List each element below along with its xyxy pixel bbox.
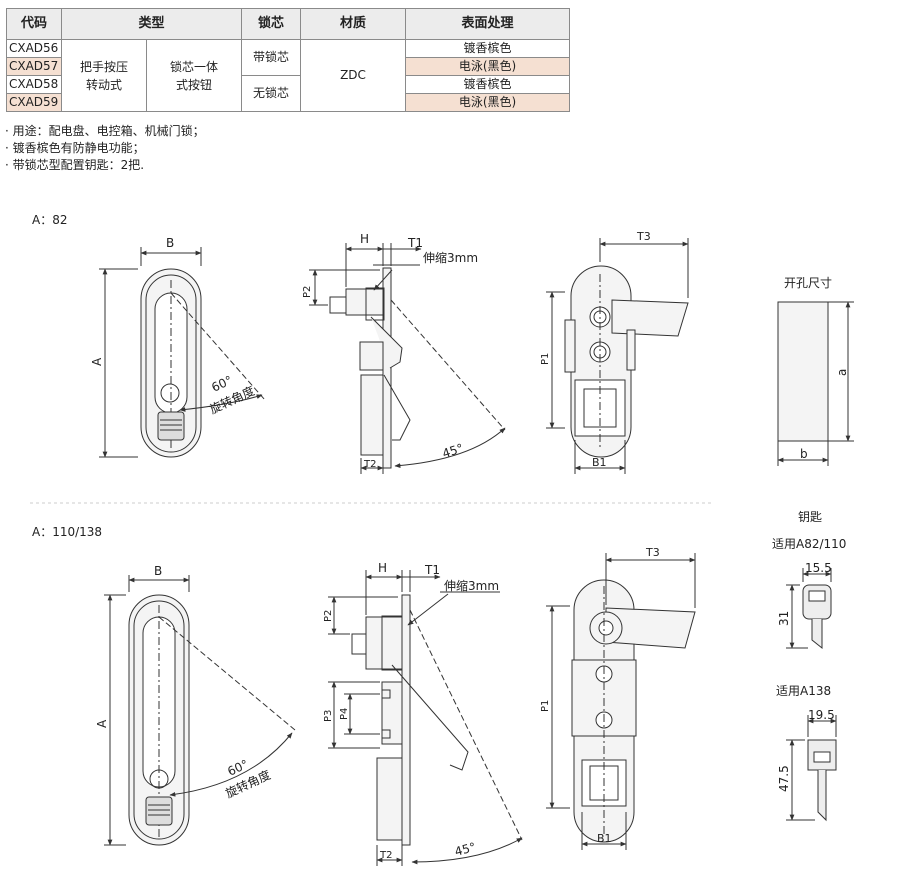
code-cell: CXAD59: [6, 93, 62, 112]
angle-60-label: 60°: [225, 757, 250, 779]
dim-label-p1: P1: [540, 700, 551, 712]
dim-label-t3: T3: [636, 230, 651, 243]
dim-label-a: A: [95, 719, 109, 728]
key-large-drawing: [786, 715, 837, 822]
key2-title: 适用A138: [776, 684, 832, 698]
front-view-a82: [99, 247, 266, 458]
header-code: 代码: [6, 8, 62, 40]
angle-45-label: 45°: [453, 840, 477, 859]
dim-label-a-small: a: [835, 369, 849, 376]
dim-label-a: A: [90, 357, 104, 366]
keys-title: 钥匙: [798, 510, 823, 524]
dim-label-p3: P3: [323, 710, 334, 722]
finish-cell: 电泳(黑色): [405, 93, 570, 112]
dim-label-p2: P2: [323, 610, 334, 622]
dim-label-b-small: b: [800, 447, 808, 461]
dim-label-b1: B1: [592, 456, 607, 469]
key2-width-label: 19.5: [808, 708, 835, 722]
stroke-label: 伸缩3mm: [423, 250, 478, 265]
cutout-drawing: [777, 301, 854, 466]
section-a110-title: A：110/138: [32, 525, 103, 539]
material-cell: ZDC: [300, 39, 406, 112]
back-view-a82: [546, 238, 689, 474]
header-finish: 表面处理: [405, 8, 570, 40]
side-view-a82: [309, 243, 506, 474]
front-view-a110: [104, 575, 296, 846]
type-cell: 锁芯一体 式按钮: [146, 39, 242, 112]
dim-label-p1: P1: [540, 353, 551, 365]
cutout-title: 开孔尺寸: [784, 276, 833, 290]
dim-label-p4: P4: [339, 708, 350, 720]
code-cell: CXAD58: [6, 75, 62, 94]
key-small-drawing: [786, 568, 832, 650]
spec-table: 代码 类型 锁芯 材质 表面处理 CXAD56 把手按压 转动式 锁芯一体 式按…: [6, 8, 570, 112]
dim-label-t2: T2: [379, 850, 392, 861]
key1-height-label: 31: [777, 611, 791, 626]
dim-label-t3: T3: [645, 546, 660, 559]
dim-label-b1: B1: [597, 832, 612, 845]
note-line: · 用途：配电盘、电控箱、机械门锁；: [5, 124, 205, 138]
back-view-a110: [546, 553, 696, 850]
stroke-label: 伸缩3mm: [444, 578, 499, 593]
section-a82-title: A：82: [32, 213, 68, 227]
key1-width-label: 15.5: [805, 561, 832, 575]
dim-label-t2: T2: [363, 459, 376, 470]
key1-title: 适用A82/110: [772, 537, 847, 551]
header-material: 材质: [300, 8, 406, 40]
dim-label-t1: T1: [424, 563, 440, 577]
angle-60-label: 60°: [209, 373, 234, 395]
key2-height-label: 47.5: [777, 765, 791, 792]
dim-label-b: B: [166, 236, 174, 250]
side-view-a110: [328, 570, 523, 866]
dim-label-b: B: [154, 564, 162, 578]
lock-cell: 带锁芯: [241, 39, 301, 76]
note-line: · 带锁芯型配置钥匙：2把.: [5, 158, 145, 172]
note-line: · 镀香槟色有防静电功能；: [5, 141, 145, 155]
dim-label-p2: P2: [302, 286, 313, 298]
dim-label-t1: T1: [407, 236, 423, 250]
lock-cell: 无锁芯: [241, 75, 301, 112]
type-cell: 把手按压 转动式: [61, 39, 147, 112]
angle-45-label: 45°: [441, 441, 466, 461]
dim-label-h: H: [360, 232, 369, 246]
notes: · 用途：配电盘、电控箱、机械门锁； · 镀香槟色有防静电功能； · 带锁芯型配…: [5, 123, 205, 174]
dim-label-h: H: [378, 561, 387, 575]
